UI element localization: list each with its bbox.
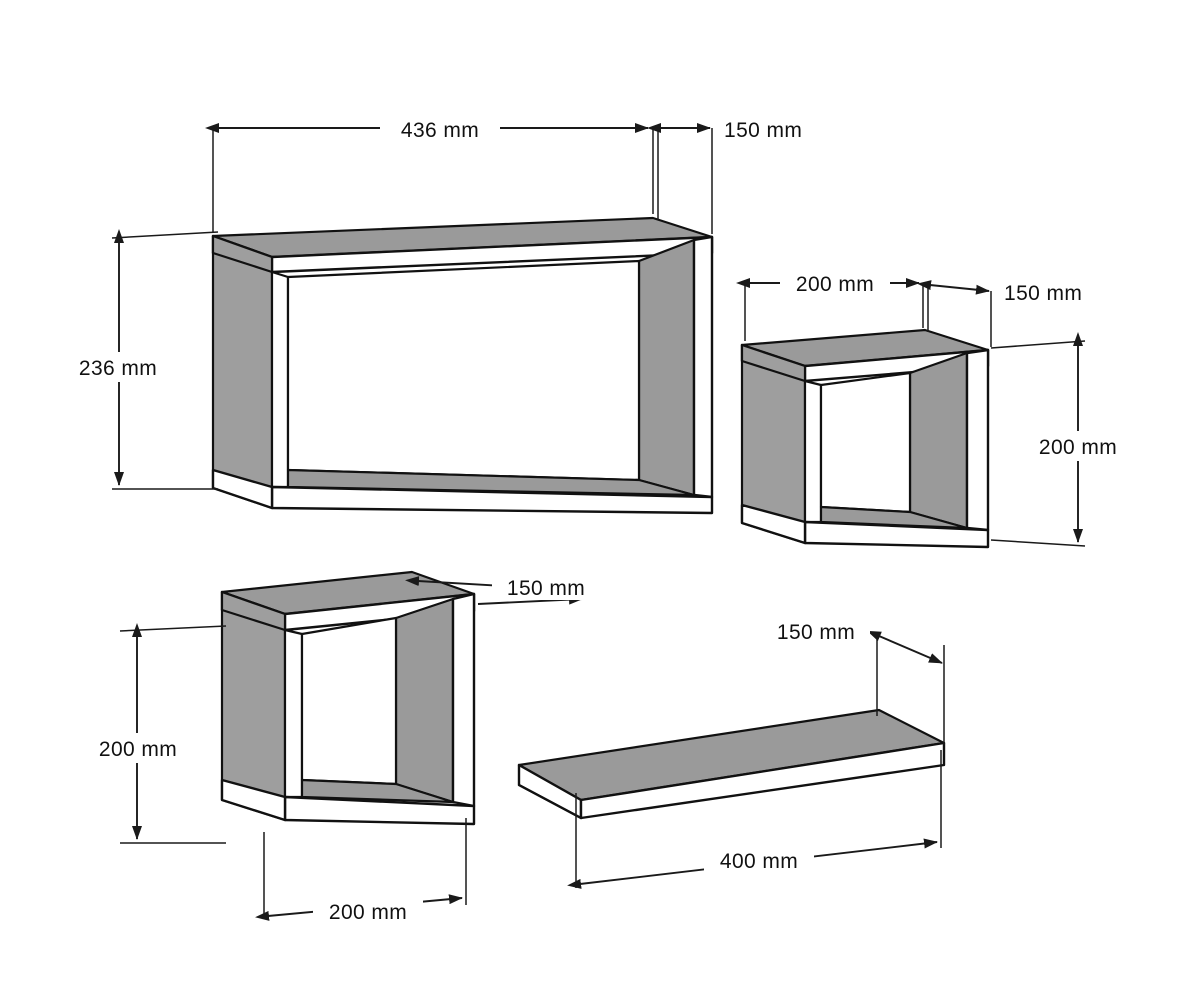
dimension-label-200-cube-left-width: 200 mm — [329, 901, 407, 924]
cube-left-inner-left-face — [283, 628, 304, 822]
dim-line-150-plank — [867, 630, 943, 664]
large-rectangular-shelf — [211, 216, 714, 515]
cube-shelf-upper-right — [740, 328, 990, 549]
dimension-label-150-large: 150 mm — [724, 119, 802, 142]
cube-right-bottom-left-edge — [740, 503, 807, 545]
dimension-plank-length: 400 mm — [567, 750, 942, 889]
dimension-label-200-cube-right: 200 mm — [796, 273, 874, 296]
ext-line-cr-h-bottom — [990, 539, 1086, 547]
large-shelf-left-inner-face — [270, 270, 290, 510]
cube-left-outer-right-edge — [451, 592, 476, 808]
dimension-label-400-plank: 400 mm — [720, 850, 798, 873]
dimension-cube-right-depth: 150 mm — [917, 280, 1082, 347]
dimension-cube-left-depth: 150 mm — [405, 572, 600, 605]
dimension-label-200-cube-left-height: 200 mm — [99, 738, 177, 761]
cube-right-left-inner-face — [803, 379, 823, 545]
dimension-cube-left-height: 200 mm — [82, 623, 227, 844]
dimension-label-436: 436 mm — [401, 119, 479, 142]
dimension-label-150-cube-left: 150 mm — [507, 577, 585, 600]
dimension-label-150-plank: 150 mm — [777, 621, 855, 644]
ext-line-height-top — [111, 231, 219, 239]
label-backdrop-150-cl — [492, 572, 600, 600]
dimension-label-236: 236 mm — [79, 357, 157, 380]
cube-right-inner-side-panel — [908, 351, 969, 530]
cube-shelf-lower-left — [220, 570, 476, 826]
plank-edge-detail — [517, 783, 583, 820]
dimension-cube-right-width: 200 mm — [736, 269, 924, 341]
cube-right-edge-detail-1 — [740, 359, 807, 383]
label-backdrop-200-cr — [780, 269, 890, 297]
dimension-cube-left-width: 200 mm — [255, 818, 467, 925]
label-backdrop-200-crh — [1022, 431, 1134, 461]
label-backdrop-436 — [380, 114, 500, 142]
dimension-label-200-cube-right-height: 200 mm — [1039, 436, 1117, 459]
ext-line-cr-h-top — [990, 340, 1086, 349]
dimension-large-depth: 150 mm — [647, 119, 802, 234]
cube-left-edge-detail-1 — [220, 608, 287, 632]
cube-left-inner-side-panel — [394, 597, 455, 804]
dimension-large-height: 236 mm — [62, 229, 219, 490]
dimension-label-150-cube-right: 150 mm — [1004, 282, 1082, 305]
dimension-large-width: 436 mm — [205, 114, 654, 232]
large-shelf-right-inner-panel — [637, 238, 696, 497]
large-shelf-right-outer-edge — [692, 235, 714, 499]
large-shelf-bottom-left-edge — [211, 468, 274, 510]
cube-left-bottom-left-edge — [220, 778, 287, 822]
cube-right-outer-right-edge — [965, 348, 990, 532]
ext-line-cl-h-top — [119, 625, 227, 632]
dimension-cube-right-height: 200 mm — [990, 332, 1134, 547]
dim-line-150-cube-right — [917, 280, 990, 295]
cube-left-interior-opening — [300, 616, 398, 786]
large-shelf-edge-detail-1 — [211, 251, 274, 274]
cube-right-interior-opening — [819, 371, 912, 514]
label-backdrop-236 — [62, 352, 174, 382]
flat-plank-shelf — [517, 708, 946, 820]
label-backdrop-400 — [704, 846, 814, 874]
large-shelf-interior-opening — [286, 259, 641, 482]
label-backdrop-200-clh — [82, 733, 194, 763]
large-shelf-left-side-panel — [211, 234, 274, 510]
label-backdrop-150-pl — [762, 617, 870, 645]
plank-front-edge-face — [579, 741, 946, 820]
label-backdrop-200-clw — [313, 897, 423, 925]
dimension-plank-depth: 150 mm — [762, 617, 945, 745]
